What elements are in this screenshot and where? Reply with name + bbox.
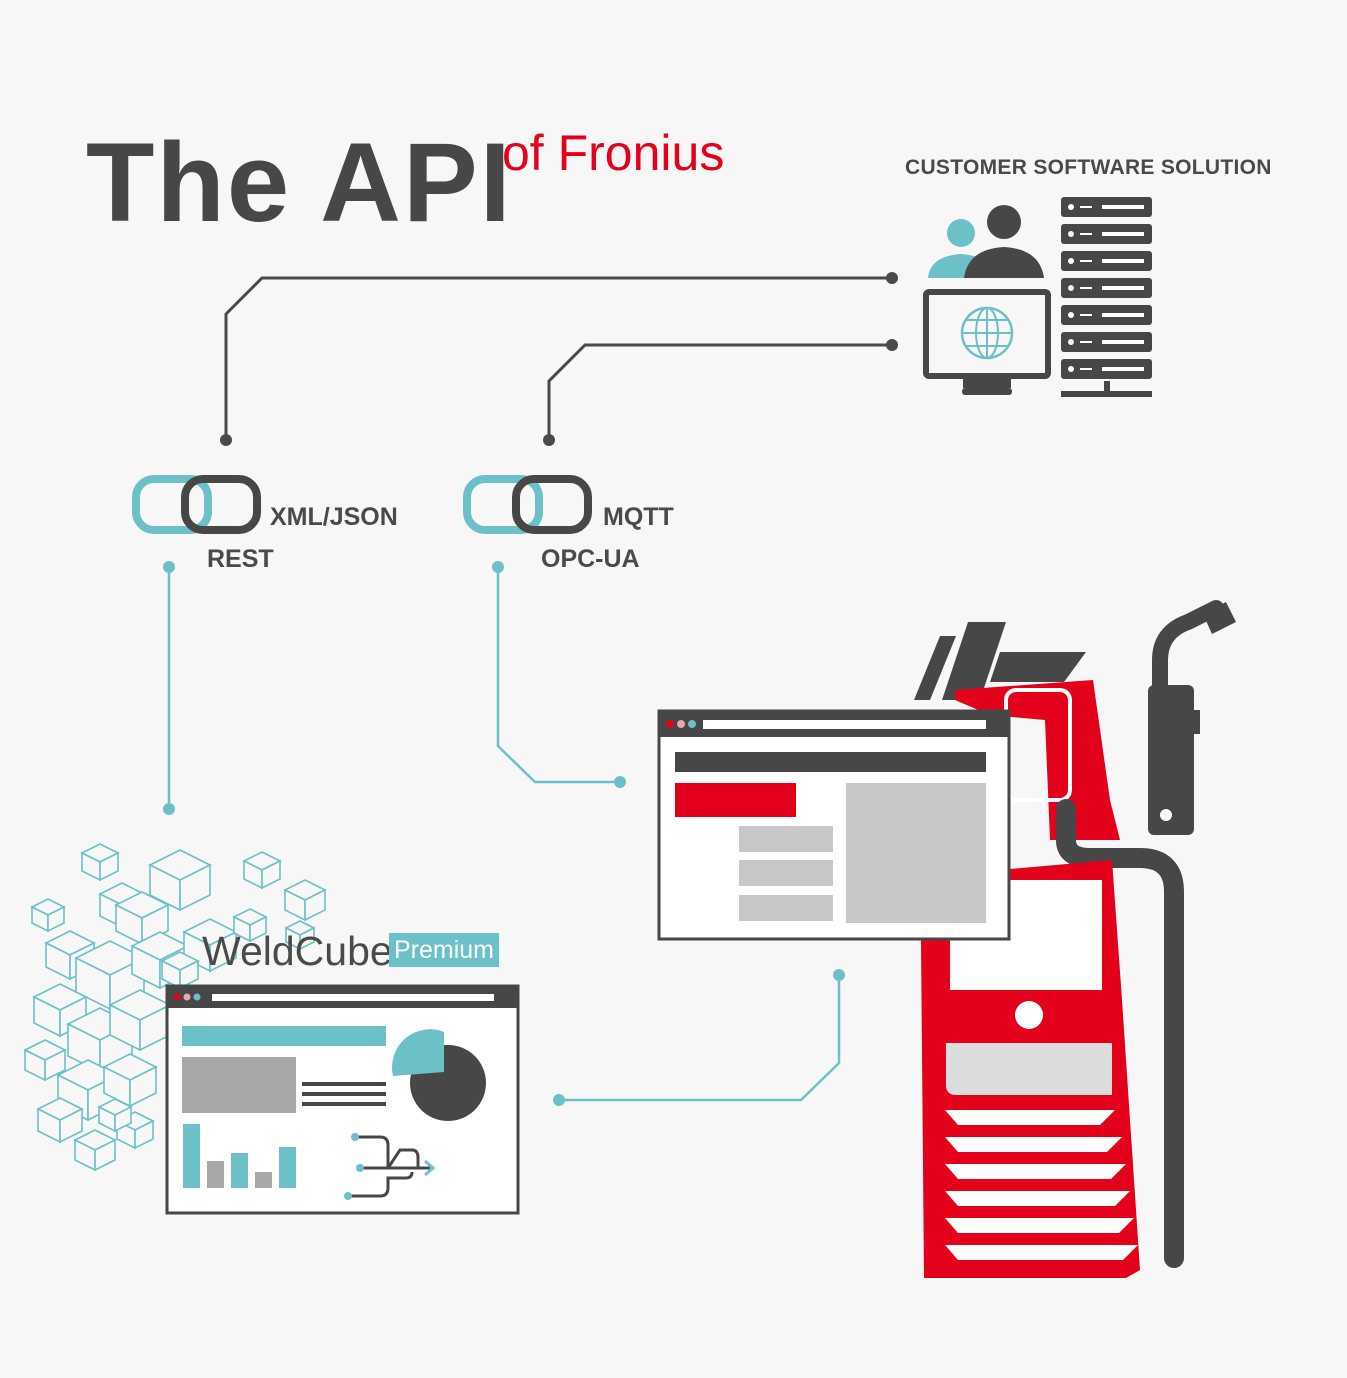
opc-ua-label: OPC-UA bbox=[541, 545, 640, 573]
premium-badge: Premium bbox=[389, 933, 499, 967]
rest-label: REST bbox=[207, 545, 274, 573]
users-icon bbox=[928, 205, 1044, 278]
flow-tree-icon bbox=[344, 1133, 436, 1200]
server-rack-icon bbox=[1061, 197, 1152, 397]
weldcube-logo-text: WeldCube bbox=[202, 928, 393, 974]
browser-window-icon bbox=[657, 709, 1011, 941]
monitor-globe-icon bbox=[923, 289, 1051, 395]
globe-icon bbox=[960, 306, 1014, 360]
cube-cluster-icon bbox=[23, 843, 327, 1172]
mqtt-label: MQTT bbox=[603, 503, 674, 531]
bar-chart-icon bbox=[183, 1124, 296, 1188]
welding-machine-icon bbox=[914, 600, 1236, 1278]
dashboard-window-icon bbox=[165, 984, 520, 1215]
page-subtitle: of Fronius bbox=[502, 125, 725, 181]
connector-lines bbox=[163, 272, 898, 1106]
customer-software-label: CUSTOMER SOFTWARE SOLUTION bbox=[905, 156, 1272, 179]
chain-link-icon bbox=[463, 475, 592, 534]
chain-link-icon bbox=[132, 475, 261, 534]
page-title: The API bbox=[86, 120, 513, 245]
pie-chart-icon bbox=[391, 1029, 486, 1121]
xml-json-label: XML/JSON bbox=[270, 503, 398, 531]
